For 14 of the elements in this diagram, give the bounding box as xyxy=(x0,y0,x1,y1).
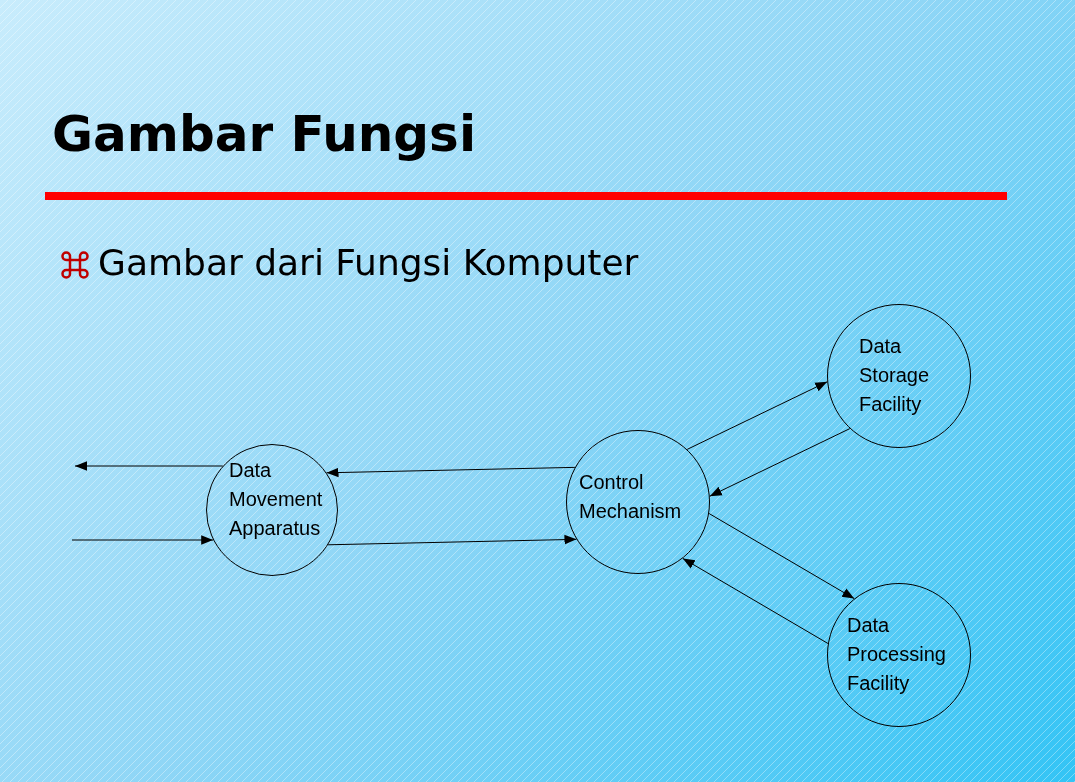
node-label: Data Processing Facility xyxy=(847,613,946,696)
node-label: Data Movement Apparatus xyxy=(229,458,323,541)
node-label: Control Mechanism xyxy=(579,470,682,524)
arrow xyxy=(709,428,851,497)
arrow xyxy=(326,466,576,478)
arrow xyxy=(686,381,828,450)
arrow xyxy=(74,461,224,471)
arrow xyxy=(71,535,214,545)
node-label: Data Storage Facility xyxy=(859,334,930,417)
arrow xyxy=(327,534,577,546)
arrow xyxy=(708,513,855,600)
slide-title: Gambar Fungsi xyxy=(52,105,477,163)
arrow xyxy=(682,557,829,644)
bullet-text: Gambar dari Fungsi Komputer xyxy=(98,241,639,285)
